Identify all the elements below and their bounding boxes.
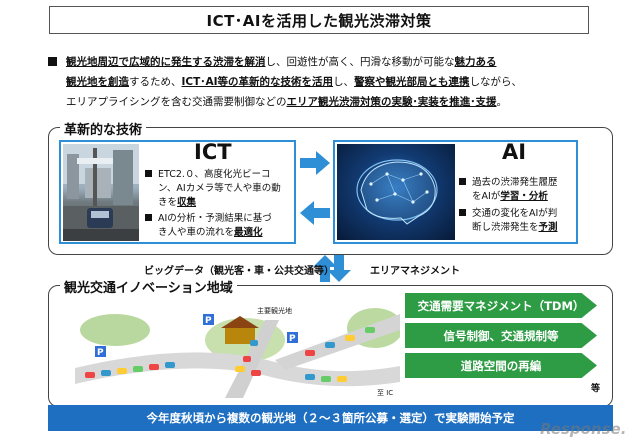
ai-title: AI [502, 140, 527, 164]
ict-title: ICT [194, 140, 232, 164]
ict-bullet-text: きを [158, 197, 178, 208]
page-title: ICT･AIを活用した観光渋滞対策 [49, 6, 589, 34]
intro-emphasis: 観光地を創造 [66, 76, 129, 88]
ai-bullet-text: 交通の変化をAIが判 [472, 208, 558, 219]
intro-text-fragment: 。 [496, 96, 508, 108]
bullet-icon [459, 209, 466, 216]
ai-bullet-learn: 過去の渋滞発生履歴 をAIが学習・分析 [459, 176, 558, 204]
innovation-panel [48, 127, 613, 255]
tourism-area-map: P P P 主要観光地 至 IC [75, 300, 400, 398]
bullet-icon [48, 57, 57, 66]
measure-road-space: 道路空間の再編 [405, 353, 597, 378]
parking-icon: P [97, 348, 104, 358]
parking-icon: P [205, 316, 212, 326]
intro-text-fragment: エリアプライシングを含む交通需要制御などの [66, 96, 287, 108]
intro-line-2: 観光地を創造するため、ICT･AI等の革新的な技術を活用し、警察や観光部局とも連… [48, 72, 608, 92]
ai-bullet-emphasis: 学習・分析 [500, 191, 548, 202]
ict-bullet-emphasis: 最適化 [234, 227, 263, 238]
watermark-logo: Response. [540, 420, 627, 438]
main-spot-label: 主要観光地 [257, 306, 292, 315]
arrow-right-icon [300, 151, 330, 175]
ai-brain-image [337, 144, 455, 240]
intro-line-1: 観光地周辺で広域的に発生する渋滞を解消し、回遊性が高く、円滑な移動が可能な魅力あ… [48, 52, 608, 72]
intro-line-3: エリアプライシングを含む交通需要制御などのエリア観光渋滞対策の実験･実装を推進･… [48, 92, 608, 112]
arrow-down-icon [327, 255, 351, 282]
ict-bullet-text: AIの分析・予測結果に基づ [158, 213, 272, 224]
parking-icon: P [289, 334, 296, 344]
arrow-up-icon [313, 255, 337, 282]
bullet-icon [459, 178, 466, 185]
ai-bullet-text: をAIが [472, 191, 501, 202]
ict-bullet-text: ETC2.０、高度化光ビーコ [158, 169, 271, 180]
intro-text-fragment: しながら、 [469, 76, 523, 88]
intro-text-fragment: し、 [333, 76, 355, 88]
ai-bullet-text: 過去の渋滞発生履歴 [472, 177, 558, 188]
ai-bullet-predict: 交通の変化をAIが判 断し渋滞発生を予測 [459, 207, 558, 235]
ict-photo-image [63, 144, 139, 241]
intro-text-fragment: するため、 [129, 76, 182, 88]
ai-bullet-text: 断し渋滞発生を [472, 222, 539, 233]
intro-emphasis: エリア観光渋滞対策の実験･実装を推進･支援 [286, 96, 497, 108]
ict-bullet-collect: ETC2.０、高度化光ビーコ ン、AIカメラ等で人や車の動 きを収集 [145, 168, 281, 210]
area-management-label: エリアマネジメント [370, 266, 460, 277]
intro-emphasis: 警察や観光部局とも連携 [354, 76, 470, 88]
intro-text: 観光地周辺で広域的に発生する渋滞を解消し、回遊性が高く、円滑な移動が可能な魅力あ… [48, 52, 608, 112]
innovation-panel-label: 革新的な技術 [60, 119, 147, 138]
ai-bullet-emphasis: 予測 [538, 222, 558, 233]
ict-bullet-text: ン、AIカメラ等で人や車の動 [158, 183, 281, 194]
arrow-left-icon [300, 201, 330, 225]
region-panel-label: 観光交通イノベーション地域 [60, 277, 237, 296]
ic-label: 至 IC [377, 389, 393, 397]
bigdata-label: ビッグデータ（観光客・車・公共交通等） [144, 266, 334, 277]
bullet-icon [145, 214, 152, 221]
measure-tdm: 交通需要マネジメント（TDM） [405, 293, 597, 318]
intro-emphasis: 観光地周辺で広域的に発生する渋滞を解消 [66, 56, 266, 68]
measure-signal-control: 信号制御、交通規制等 [405, 323, 597, 348]
etc-label: 等 [591, 384, 601, 394]
ict-bullet-optimize: AIの分析・予測結果に基づ き人や車の流れを最適化 [145, 212, 272, 240]
intro-emphasis: ICT･AI等の革新的な技術を活用 [181, 76, 334, 88]
intro-text-fragment: し、回遊性が高く、円滑な移動が可能な [265, 56, 455, 68]
ict-bullet-emphasis: 収集 [177, 197, 197, 208]
bullet-icon [145, 170, 152, 177]
intro-emphasis: 魅力ある [454, 56, 497, 68]
ict-bullet-text: き人や車の流れを [158, 227, 235, 238]
schedule-banner: 今年度秋頃から複数の観光地（２～３箇所公募・選定）で実験開始予定 [48, 405, 613, 431]
